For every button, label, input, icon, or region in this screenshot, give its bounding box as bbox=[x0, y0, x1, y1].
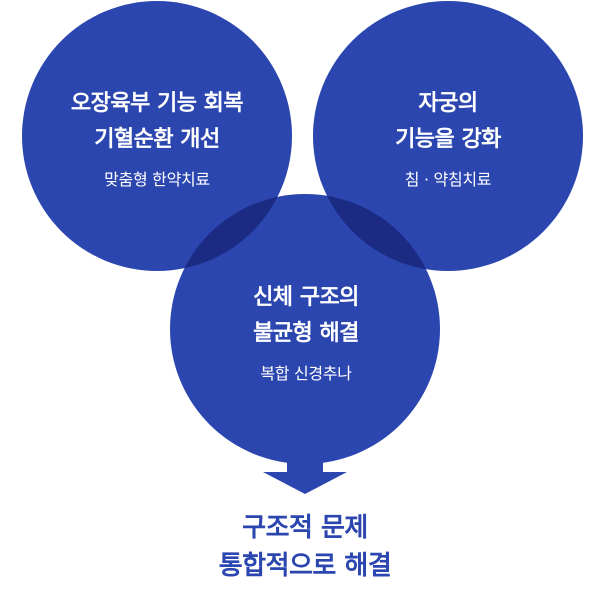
circle-uterus-title-line2: 기능을 강화 bbox=[395, 127, 501, 152]
circle-herbal-title-line2: 기혈순환 개선 bbox=[94, 127, 220, 152]
circle-structure-title-line2: 불균형 해결 bbox=[253, 321, 359, 346]
conclusion-text: 구조적 문제 통합적으로 해결 bbox=[0, 509, 610, 585]
circle-structure-subtitle: 복합 신경추나 bbox=[260, 364, 352, 383]
circle-structure-title-line1: 신체 구조의 bbox=[253, 285, 359, 310]
circle-structure-text: 신체 구조의 불균형 해결 복합 신경추나 bbox=[176, 280, 436, 384]
circle-herbal-title-line1: 오장육부 기능 회복 bbox=[70, 91, 244, 116]
circle-uterus-title-line1: 자궁의 bbox=[418, 91, 478, 116]
circle-uterus-subtitle: 침 · 약침치료 bbox=[404, 170, 492, 189]
circle-herbal-subtitle: 맞춤형 한약치료 bbox=[104, 170, 210, 189]
circle-uterus bbox=[313, 1, 583, 271]
circle-uterus-text: 자궁의 기능을 강화 침 · 약침치료 bbox=[318, 86, 578, 190]
circle-herbal bbox=[22, 1, 292, 271]
circle-structure bbox=[170, 194, 440, 464]
conclusion-line1: 구조적 문제 bbox=[242, 513, 368, 543]
conclusion-line2: 통합적으로 해결 bbox=[218, 551, 392, 581]
circle-herbal-text: 오장육부 기능 회복 기혈순환 개선 맞춤형 한약치료 bbox=[27, 86, 287, 190]
down-arrow-icon bbox=[263, 440, 347, 494]
